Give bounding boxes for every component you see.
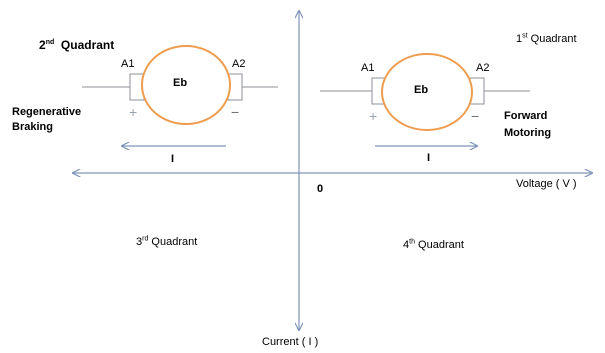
left-motor-mode-line-2: Braking <box>12 121 53 133</box>
voltage-axis-label: Voltage ( V ) <box>516 178 577 190</box>
left-motor-a1-label: A1 <box>121 58 135 70</box>
left-motor-eb-label: Eb <box>173 77 188 89</box>
right-motor-eb-label: Eb <box>414 84 429 96</box>
left-motor-a2-label: A2 <box>232 58 246 70</box>
left-motor <box>82 45 278 146</box>
left-motor-mode-line-1: Regenerative <box>12 106 82 118</box>
right-motor-a1-label: A1 <box>361 62 375 74</box>
right-motor-minus-sign: − <box>471 108 480 124</box>
left-motor-armature <box>141 45 231 125</box>
current-axis-label: Current ( I ) <box>262 336 319 348</box>
right-motor-a2-label: A2 <box>476 62 490 74</box>
quadrant-2-label: 2nd Quadrant <box>39 38 115 52</box>
left-motor-current-label: I <box>171 153 175 165</box>
right-motor-mode-line-2: Motoring <box>504 127 552 139</box>
quadrant-3-label: 3rd Quadrant <box>136 235 198 248</box>
quadrant-4-label: 4th Quadrant <box>403 238 464 251</box>
right-motor-plus-sign: + <box>369 108 378 124</box>
right-motor <box>320 53 530 146</box>
left-motor-plus-sign: + <box>129 104 138 120</box>
right-motor-armature <box>381 53 473 131</box>
quadrant-1-label: 1st Quadrant <box>516 32 577 45</box>
origin-label: 0 <box>317 183 324 195</box>
right-motor-current-label: I <box>427 152 431 164</box>
left-motor-minus-sign: − <box>231 104 240 120</box>
right-motor-mode-line-1: Forward <box>504 110 548 122</box>
